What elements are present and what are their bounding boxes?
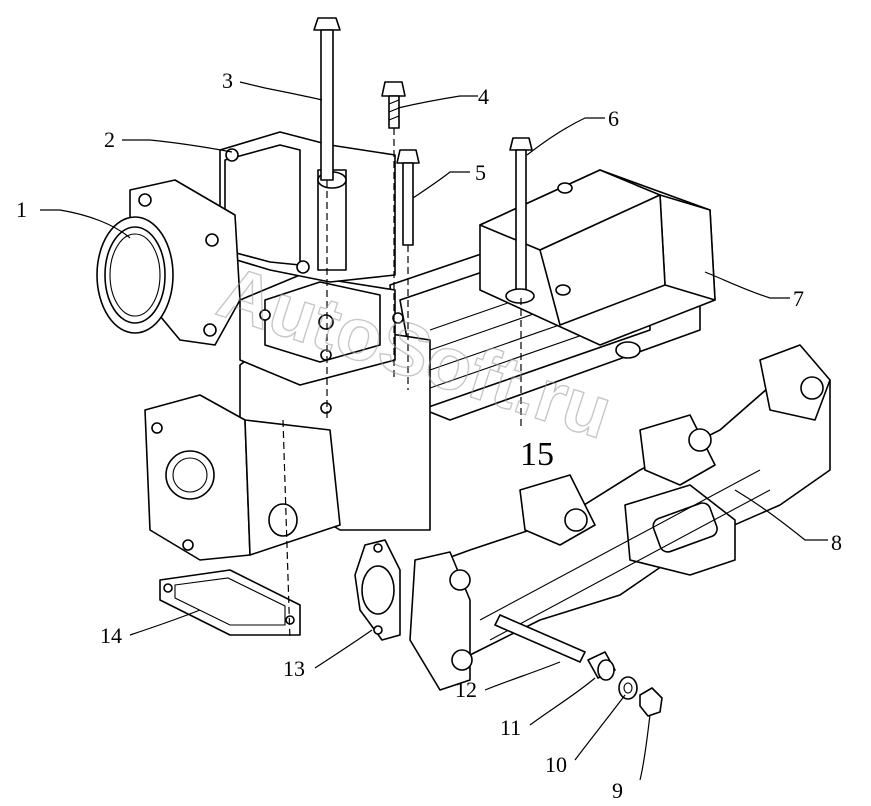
- cover-part-7: [479, 169, 716, 346]
- gasket-part-14: [159, 569, 301, 636]
- callout-1: 1: [16, 197, 27, 222]
- stud-part-12: [494, 614, 586, 663]
- bolt-part-5: [396, 149, 420, 246]
- callout-4: 4: [478, 84, 489, 109]
- callout-2: 2: [104, 127, 115, 152]
- callout-3: 3: [222, 68, 233, 93]
- inlet-pipe-part-1: [96, 179, 241, 346]
- callout-10: 10: [545, 752, 567, 777]
- callout-5: 5: [475, 160, 486, 185]
- nut-part-9: [639, 687, 663, 717]
- leader-lines: [40, 81, 828, 781]
- callout-6: 6: [608, 106, 619, 131]
- washer-part-10: [618, 676, 638, 700]
- exhaust-manifold-part-8: [409, 344, 831, 691]
- callout-14: 14: [100, 623, 122, 648]
- bolt-part-4: [381, 81, 406, 129]
- sleeve-part-11: [587, 651, 616, 681]
- axis-gasket-14: [282, 419, 291, 641]
- callout-12: 12: [455, 677, 477, 702]
- elbow-flange-part-2: [219, 131, 396, 283]
- callout-8: 8: [831, 530, 842, 555]
- figure-number: 15: [520, 436, 554, 473]
- callout-7: 7: [793, 286, 804, 311]
- throttle-housing: [144, 394, 341, 561]
- callout-9: 9: [612, 778, 623, 803]
- callout-13: 13: [283, 656, 305, 681]
- gasket-part-13: [354, 539, 401, 641]
- callout-11: 11: [500, 715, 521, 740]
- central-block: [239, 274, 431, 531]
